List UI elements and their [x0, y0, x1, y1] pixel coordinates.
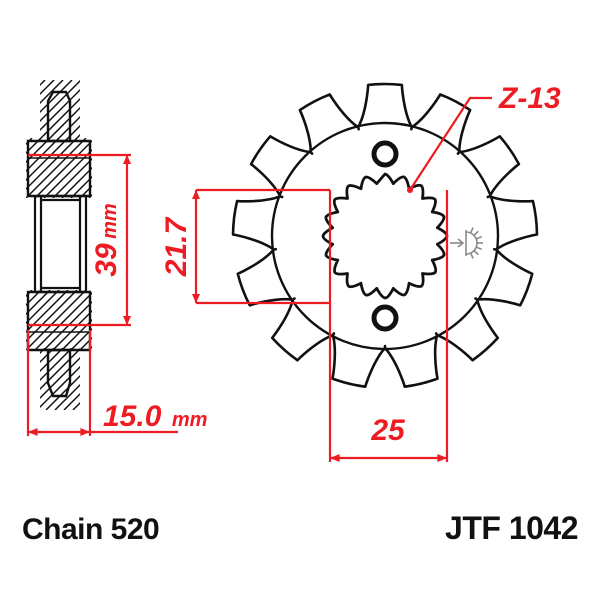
lower-rim-hatching	[26, 290, 92, 350]
splined-bore-outline	[321, 172, 449, 300]
surface-symbol-ray	[473, 230, 479, 237]
sprocket-front-view	[231, 82, 539, 389]
surface-symbol-arrow-head	[457, 238, 465, 248]
surface-symbol-ray	[473, 249, 479, 256]
side-view-bore-outline	[33, 196, 88, 292]
bolt-hole	[371, 304, 399, 332]
surface-symbol-ray	[469, 252, 474, 259]
cross-section-side-view	[26, 80, 92, 410]
surface-symbol-ray	[469, 227, 474, 234]
surface-symbol-ray	[475, 235, 483, 240]
dimension-39mm-unit: mm	[99, 203, 121, 239]
surface-symbol-arc	[465, 231, 478, 255]
bottom-tooth-hatching	[40, 348, 80, 410]
upper-rim-hatching	[26, 138, 92, 198]
teeth-count-label: Z-13	[498, 82, 561, 115]
dimension-arrowhead	[330, 454, 340, 462]
dimension-15mm-text: 15.0 mm	[103, 400, 207, 433]
bolt-holes-group	[371, 140, 399, 332]
chain-spec-label: Chain 520	[22, 513, 159, 546]
side-view-top-tooth	[46, 90, 72, 143]
dimension-layer	[26, 153, 449, 462]
surface-symbol-ray	[475, 246, 483, 251]
dimension-arrowhead	[437, 454, 447, 462]
dimension-arrowhead	[123, 316, 131, 325]
leader-arrow-dot	[407, 187, 413, 193]
teeth-count-leader	[407, 96, 492, 193]
sprocket-body-circle	[270, 121, 500, 351]
side-view-bore-ends	[35, 194, 86, 294]
dimension-arrowhead	[28, 428, 38, 436]
dimension-arrowhead	[192, 190, 200, 199]
dimension-arrowhead	[80, 428, 90, 436]
dimension-39mm-text: 39 mm	[90, 203, 123, 276]
dimension-39mm-value: 39	[90, 243, 123, 277]
dimension-arrowhead	[192, 294, 200, 303]
bolt-hole	[371, 140, 399, 168]
dimension-15mm-unit: mm	[172, 409, 208, 431]
sprocket-teeth-outline	[231, 82, 539, 389]
surface-finish-symbol	[450, 227, 483, 259]
top-tooth-hatching	[40, 80, 80, 142]
part-number-label: JTF 1042	[445, 510, 578, 546]
dimension-15mm-value: 15.0	[103, 400, 162, 433]
leader-line	[409, 96, 492, 191]
dimension-25-text: 25	[370, 414, 406, 447]
dimension-21-7-text: 21.7	[160, 216, 193, 277]
dimension-arrowhead	[123, 155, 131, 164]
